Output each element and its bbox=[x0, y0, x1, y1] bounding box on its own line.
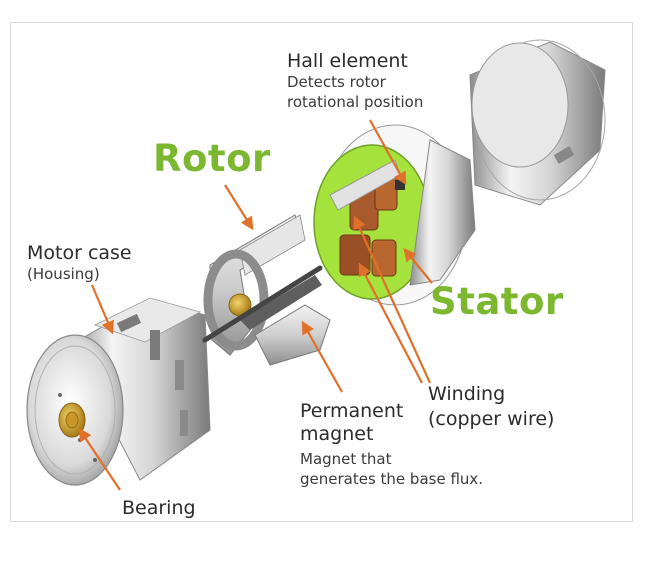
winding-label-line1: Winding bbox=[428, 383, 506, 405]
permanent-magnet-arrow bbox=[301, 320, 343, 393]
callout-arrows bbox=[78, 119, 433, 491]
hall-element-label: Hall element bbox=[287, 50, 408, 72]
motor-case-sub-label: (Housing) bbox=[27, 265, 100, 283]
winding-label-line2: (copper wire) bbox=[428, 408, 555, 430]
rotor-magnet-icon bbox=[202, 214, 331, 366]
hall-element-desc-line2: rotational position bbox=[287, 93, 424, 111]
bearing-icon bbox=[58, 402, 86, 438]
stator-arrow bbox=[403, 247, 433, 284]
motor-case-label: Motor case bbox=[27, 242, 132, 264]
magnet-desc-line1: Magnet that bbox=[300, 450, 392, 468]
stator-winding-icon bbox=[313, 124, 476, 306]
motor-case-arrow bbox=[90, 284, 114, 335]
stator-title: Stator bbox=[430, 280, 564, 323]
motor-case-housing-icon bbox=[26, 297, 211, 486]
rotor-title: Rotor bbox=[153, 137, 271, 180]
winding-arrow-1 bbox=[358, 262, 423, 384]
rotor-arrow bbox=[224, 184, 254, 231]
hall-element-arrow bbox=[369, 119, 407, 186]
bearing-arrow bbox=[78, 427, 121, 491]
winding-arrow-2 bbox=[353, 215, 432, 384]
hall-element-desc-line1: Detects rotor bbox=[287, 73, 386, 91]
permanent-magnet-label-line2: magnet bbox=[300, 423, 374, 445]
magnet-desc-line2: generates the base flux. bbox=[300, 470, 484, 488]
bearing-label: Bearing bbox=[122, 497, 196, 519]
end-cap-icon bbox=[469, 39, 606, 206]
permanent-magnet-label-line1: Permanent bbox=[300, 400, 404, 422]
